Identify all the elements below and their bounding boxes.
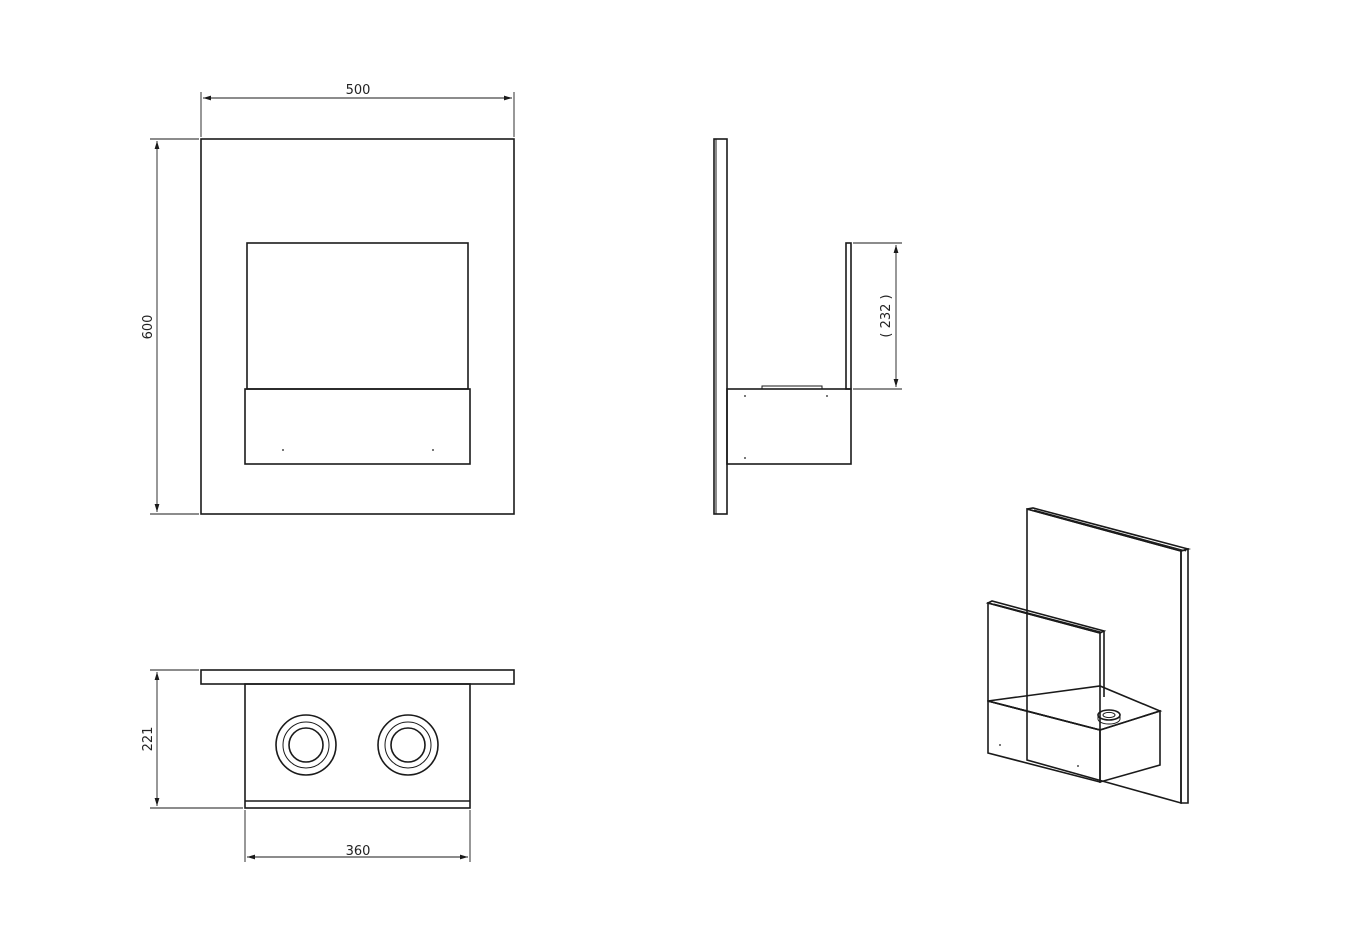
dimension-side-height: ( 232 ) — [853, 242, 902, 390]
isometric-view — [985, 507, 1192, 805]
top-depth-label: 221 — [141, 727, 156, 752]
dimension-front-width: 500 — [200, 83, 515, 137]
dimension-front-height: 600 — [141, 138, 199, 515]
front-back-plate — [200, 138, 515, 515]
top-burner-right — [377, 714, 439, 776]
front-screw-right — [432, 449, 434, 451]
front-height-label: 600 — [141, 315, 156, 340]
iso-burner-side — [1099, 709, 1161, 784]
front-width-label: 500 — [346, 83, 371, 98]
front-glass-panel — [246, 242, 469, 390]
dimension-top-width: 360 — [244, 810, 471, 862]
side-height-label: ( 232 ) — [879, 294, 894, 337]
side-view: ( 232 ) — [713, 138, 902, 515]
front-view: 500 600 — [141, 83, 515, 515]
side-glass-panel — [845, 242, 852, 390]
iso-burner-front — [987, 699, 1101, 784]
top-back-plate — [200, 669, 515, 685]
front-screw-left — [282, 449, 284, 451]
dimension-top-depth: 221 — [141, 669, 243, 809]
top-burner-left — [275, 714, 337, 776]
top-width-label: 360 — [346, 844, 371, 859]
side-burner-box — [726, 388, 852, 465]
iso-glass-panel — [987, 601, 1101, 732]
front-burner-box — [244, 388, 471, 465]
top-burner-box — [244, 683, 471, 809]
side-back-plate — [713, 138, 728, 515]
top-view: 221 360 — [141, 669, 515, 862]
